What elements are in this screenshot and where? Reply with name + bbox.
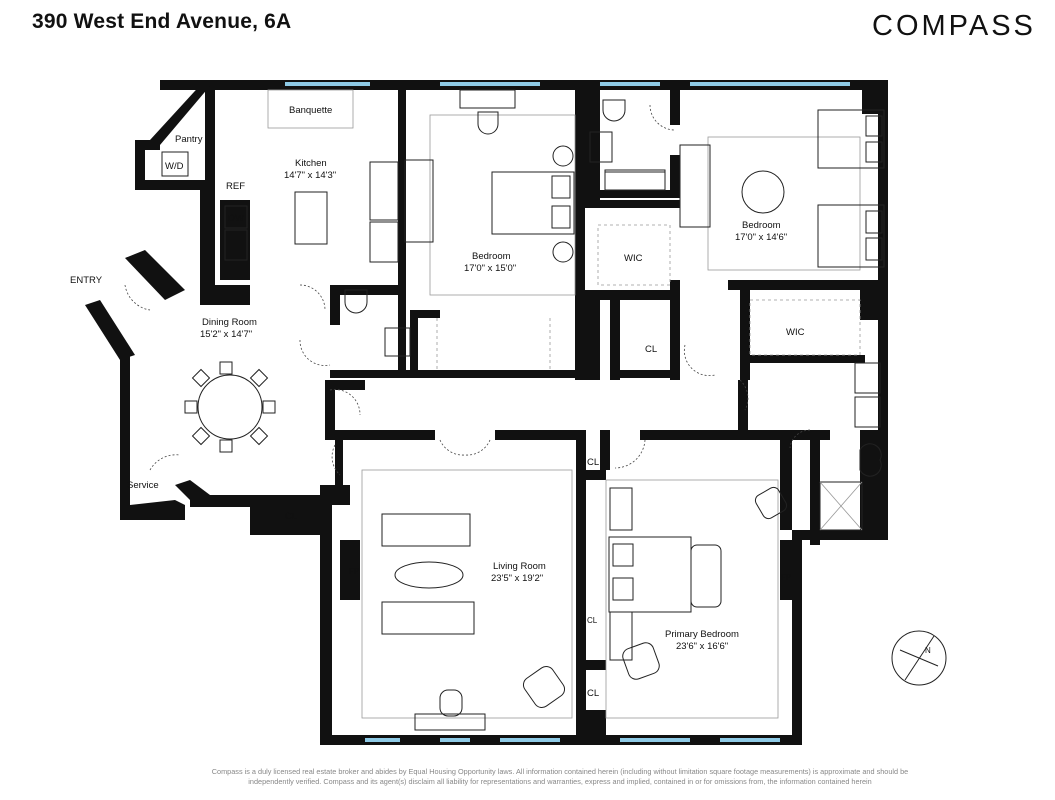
label-cl-primary: CL: [587, 457, 599, 468]
north-arrow-icon: [891, 630, 947, 686]
label-dining: Dining Room: [202, 317, 257, 328]
walls: [85, 80, 888, 745]
label-bedroom1-size: 17'0" x 15'0": [464, 263, 516, 274]
compass-rose: [891, 630, 947, 686]
label-wic1: WIC: [624, 253, 643, 264]
primary-furniture: [608, 486, 788, 680]
label-fp-living: FP: [349, 567, 359, 576]
windows: [285, 82, 850, 742]
label-cl-hall: CL: [645, 344, 657, 355]
label-cl-lower: CL: [587, 688, 599, 699]
label-entry: ENTRY: [70, 275, 103, 286]
disclaimer-line-1: Compass is a duly licensed real estate b…: [211, 767, 909, 776]
label-ref: REF: [226, 181, 245, 192]
label-cl-vertical: CL: [587, 616, 598, 625]
interior-lines: [267, 89, 861, 719]
label-service: Service: [127, 480, 159, 491]
label-kitchen-size: 14'7" x 14'3": [284, 170, 336, 181]
label-banquette: Banquette: [289, 105, 332, 116]
label-fp-primary: FP: [781, 573, 791, 582]
room-labels: Banquette Pantry W/D Kitchen 14'7" x 14'…: [70, 105, 931, 699]
kitchen-island: [294, 191, 328, 245]
label-wic2: WIC: [786, 327, 805, 338]
stove: [369, 221, 399, 263]
label-dining-size: 15'2" x 14'7": [200, 329, 252, 340]
label-pantry: Pantry: [175, 134, 203, 145]
label-living: Living Room: [493, 561, 546, 572]
kitchen-sink: [224, 229, 248, 261]
doors: [124, 104, 811, 476]
living-furniture: [381, 513, 566, 731]
bedroom1-furniture: [404, 89, 575, 263]
label-primary-size: 23'6" x 16'6": [676, 641, 728, 652]
label-kitchen: Kitchen: [295, 158, 327, 169]
bath-fixtures: [344, 171, 882, 531]
disclaimer-line-2: independently verified. Compass and its …: [248, 777, 872, 786]
listing-address: 390 West End Avenue, 6A: [32, 10, 292, 33]
label-dw: DW: [228, 213, 244, 224]
washer-dryer: [161, 151, 189, 177]
disclaimer: Compass is a duly licensed real estate b…: [180, 767, 940, 787]
label-north: N: [925, 646, 931, 655]
dining-table: [184, 361, 276, 453]
label-living-size: 23'5" x 19'2": [491, 573, 543, 584]
label-cl-dining: CL: [285, 511, 297, 522]
dishwasher: [224, 205, 248, 229]
label-primary: Primary Bedroom: [665, 629, 739, 640]
kitchen-counter: [369, 161, 399, 221]
label-bedroom1: Bedroom: [472, 251, 511, 262]
label-bedroom2-size: 17'0" x 14'6": [735, 232, 787, 243]
label-wd: W/D: [165, 161, 184, 172]
label-bedroom2: Bedroom: [742, 220, 781, 231]
kitchen-fixtures: [161, 151, 399, 263]
compass-logo[interactable]: COMPASS: [872, 10, 1036, 42]
